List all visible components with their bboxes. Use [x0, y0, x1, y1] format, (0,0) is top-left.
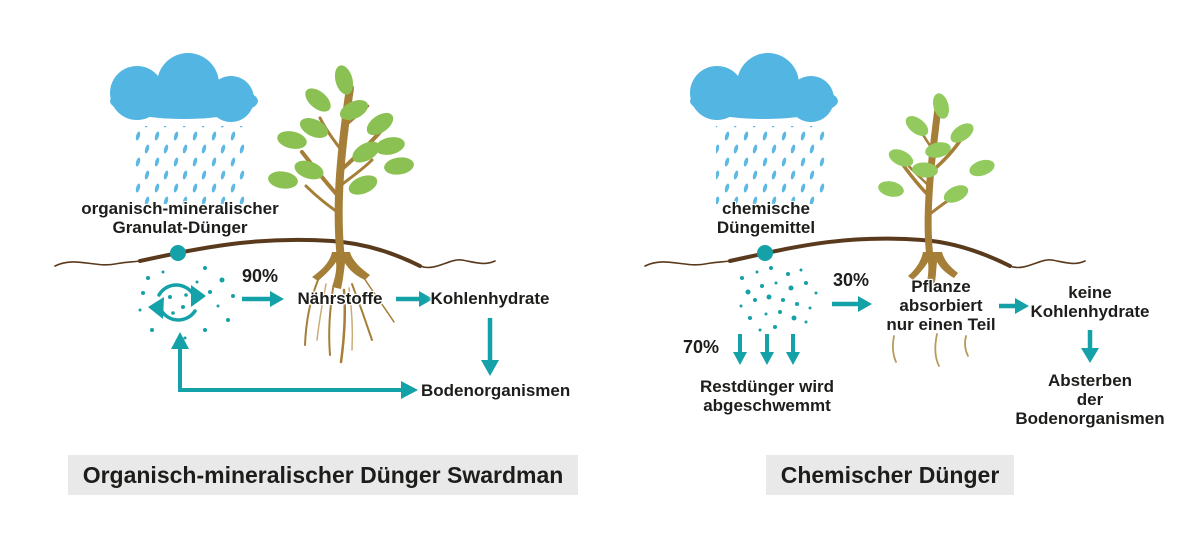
arrow-right-icon	[999, 298, 1029, 314]
arrow-down-icon	[481, 318, 499, 376]
rain-icon	[134, 126, 246, 204]
nutrients-label: Nährstoffe	[297, 289, 383, 308]
tree-icon	[268, 65, 414, 364]
soil-organisms-label: Bodenorganismen	[421, 381, 571, 400]
right-panel-art	[644, 53, 1099, 367]
cycle-connector-arrow	[171, 332, 418, 399]
leaves	[268, 65, 414, 195]
left-caption: Organisch-mineralischer Dünger Swardman	[68, 455, 578, 495]
granulat-fertilizer-label: organisch-mineralischer Granulat-Dünger	[81, 199, 279, 238]
arrow-down-icon	[1081, 330, 1099, 363]
runoff-arrows-down-icon	[733, 334, 800, 365]
runoff-label: Restdünger wird abgeschwemmt	[699, 377, 835, 416]
chemical-fertilizer-label: chemische Düngemittel	[716, 199, 816, 238]
left-panel-art	[54, 53, 499, 399]
percent-runoff-label: 70%	[682, 337, 720, 357]
ground-line	[644, 236, 1086, 269]
percent-absorbed-label: 30%	[832, 270, 870, 290]
rain-icon	[716, 126, 828, 204]
organisms-dieoff-label: Absterben der Bodenorganismen	[1015, 371, 1165, 429]
roots	[304, 277, 395, 364]
roots	[892, 333, 969, 367]
recycle-icon	[148, 283, 206, 322]
tree-icon	[878, 93, 995, 367]
rain-cloud-icon	[110, 53, 258, 122]
granule-particles	[138, 266, 235, 340]
percent-to-nutrients-label: 90%	[241, 266, 279, 286]
carbohydrates-label: Kohlenhydrate	[430, 289, 550, 308]
granule-dot	[170, 245, 186, 261]
leaves	[878, 93, 995, 203]
plant-absorption-label: Pflanze absorbiert nur einen Teil	[886, 277, 996, 335]
dissolving-particles	[739, 266, 818, 332]
ground-line	[54, 237, 496, 269]
arrow-right-icon	[832, 296, 872, 312]
arrow-right-icon	[242, 291, 284, 307]
right-caption-text: Chemischer Dünger	[780, 461, 1000, 488]
arrow-right-icon	[396, 291, 433, 307]
root-flare	[908, 252, 958, 288]
root-flare	[312, 252, 370, 289]
rain-cloud-icon	[690, 53, 838, 122]
granule-dot	[757, 245, 773, 261]
right-caption: Chemischer Dünger	[766, 455, 1014, 495]
left-caption-text: Organisch-mineralischer Dünger Swardman	[82, 461, 564, 488]
no-carbohydrates-label: keine Kohlenhydrate	[1030, 283, 1150, 322]
